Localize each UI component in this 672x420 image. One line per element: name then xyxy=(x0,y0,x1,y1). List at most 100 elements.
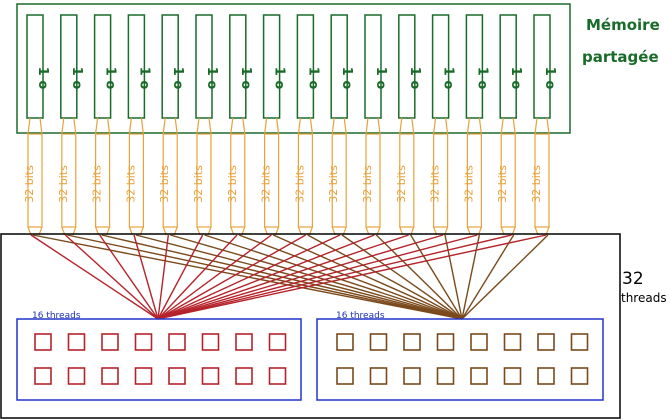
thread-cell-group-1 xyxy=(67,333,86,351)
bus-connector xyxy=(365,117,381,135)
thread-cell-group-1 xyxy=(201,367,220,385)
shared-memory-block xyxy=(16,3,571,134)
bus-connector xyxy=(466,117,482,135)
thread-cell-group-2 xyxy=(436,333,455,351)
memory-title-line2: partagée xyxy=(582,48,659,66)
group-1-connection xyxy=(30,234,159,320)
bus-label: 32 bits xyxy=(57,165,70,203)
group-1-connection xyxy=(157,234,512,320)
group-1-connection xyxy=(157,234,307,320)
memory-bus xyxy=(196,133,212,228)
group-1-connection xyxy=(99,234,159,320)
thread-cell-group-2 xyxy=(570,367,589,385)
memory-bank xyxy=(499,14,517,119)
warp-thread-count: 32 xyxy=(622,269,644,289)
bus-label: 32 bits xyxy=(395,165,408,203)
thread-cell-group-1 xyxy=(134,367,153,385)
thread-cell-group-2 xyxy=(503,333,522,351)
bus-connector xyxy=(500,117,516,135)
bus-connector xyxy=(534,117,550,135)
memory-buses: 32 bits 32 bits 32 bits 32 bits 32 bits 32 bi… xyxy=(23,117,550,236)
thread-cell-group-1 xyxy=(235,367,253,385)
memory-bank-label: 1 o xyxy=(35,67,50,90)
group-1-connection xyxy=(157,234,478,320)
group-2-connection xyxy=(461,234,515,320)
memory-bank-label: 1 o xyxy=(136,67,151,90)
bus-connector xyxy=(128,117,144,135)
thread-bank-connections xyxy=(30,234,549,320)
memory-bus xyxy=(399,133,415,228)
group-2-connection xyxy=(273,234,463,320)
thread-group-1-box xyxy=(16,318,302,401)
bus-connector xyxy=(331,117,347,135)
thread-group-1-label: 16 threads xyxy=(32,311,81,321)
group-2-connection xyxy=(341,234,463,320)
bus-connector xyxy=(196,117,212,135)
group-1-connection xyxy=(157,234,170,320)
memory-bank-label: 1 o xyxy=(170,67,185,90)
memory-title-line1: Mémoire xyxy=(586,16,660,34)
memory-bank xyxy=(93,14,112,119)
thread-cell-group-1 xyxy=(34,333,52,351)
group-1-connection xyxy=(157,234,409,320)
thread-cells xyxy=(34,333,589,385)
warp-thread-word: threads xyxy=(621,291,667,305)
memory-bus xyxy=(500,133,516,228)
memory-bank xyxy=(161,14,179,119)
bus-label: 32 bits xyxy=(327,165,340,203)
thread-cell-group-1 xyxy=(268,367,287,385)
thread-cell-group-2 xyxy=(470,333,488,351)
bus-connector xyxy=(433,117,449,135)
group-1-connection xyxy=(64,234,159,320)
memory-bank-label: 1 o xyxy=(542,67,557,90)
group-2-connection xyxy=(375,234,463,320)
memory-bank xyxy=(364,14,382,119)
memory-bank-label: 1 o xyxy=(272,67,287,90)
bus-connector xyxy=(27,117,43,135)
thread-cell-group-1 xyxy=(101,333,119,351)
thread-cell-group-1 xyxy=(235,333,253,351)
memory-bank-label: 1 o xyxy=(69,67,84,90)
group-1-connection xyxy=(133,234,159,320)
thread-cell-group-2 xyxy=(369,367,388,385)
group-2-connection xyxy=(461,234,481,320)
memory-bus xyxy=(297,133,313,228)
thread-cell-group-2 xyxy=(570,333,589,351)
thread-cell-group-2 xyxy=(436,367,455,385)
thread-cell-group-1 xyxy=(168,333,186,351)
thread-cell-group-2 xyxy=(537,333,555,351)
memory-bus xyxy=(94,133,111,228)
group-1-connection xyxy=(157,234,444,320)
thread-cell-group-1 xyxy=(168,367,186,385)
memory-bank-label: 1 o xyxy=(508,67,523,90)
thread-cell-group-2 xyxy=(403,367,421,385)
memory-bus xyxy=(27,133,43,228)
group-2-connection xyxy=(444,234,463,320)
group-1-connection xyxy=(157,234,238,320)
thread-group-2-box xyxy=(316,318,604,401)
thread-cell-group-2 xyxy=(336,367,354,385)
thread-cell-group-2 xyxy=(537,367,555,385)
group-2-connection xyxy=(461,234,549,320)
bus-connector xyxy=(399,117,415,135)
group-1-connection xyxy=(157,234,375,320)
bus-label: 32 bits xyxy=(158,165,171,203)
memory-bank xyxy=(465,14,484,119)
bus-label: 32 bits xyxy=(91,165,104,203)
thread-cell-group-1 xyxy=(67,367,86,385)
memory-bank xyxy=(398,14,416,119)
group-2-connection xyxy=(307,234,463,320)
memory-bus xyxy=(534,133,550,228)
bus-connector xyxy=(162,117,178,135)
memory-bus xyxy=(466,133,482,228)
memory-bank xyxy=(431,14,450,119)
memory-bank xyxy=(195,14,213,119)
memory-bank xyxy=(296,14,315,119)
memory-bank-label: 1 o xyxy=(373,67,388,90)
thread-cell-group-2 xyxy=(369,333,388,351)
group-2-connection xyxy=(410,234,463,320)
bus-label: 32 bits xyxy=(429,165,442,203)
memory-bank-label: 1 o xyxy=(103,67,118,90)
memory-bank xyxy=(229,14,247,119)
